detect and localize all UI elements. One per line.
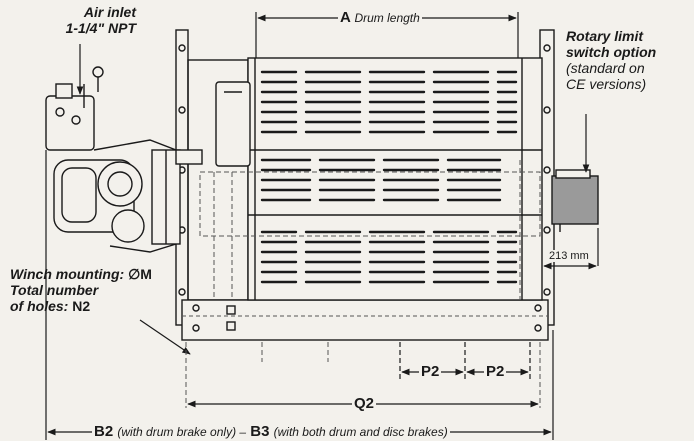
dim-p2-right-label: P2 xyxy=(484,363,507,380)
drum-slots-top xyxy=(260,70,518,134)
winch-mounting-value: ∅M xyxy=(128,266,152,282)
dim-a-label: A Drum length xyxy=(338,10,422,26)
air-inlet-line2: 1-1/4" NPT xyxy=(65,20,136,36)
rotary-limit-line2: switch option xyxy=(566,44,657,60)
air-inlet-label: Air inlet 1-1/4" NPT xyxy=(8,4,136,36)
winch-mounting-line1: Winch mounting: ∅M xyxy=(10,266,152,282)
winch-mounting-text: Winch mounting: xyxy=(10,266,129,282)
rotary-limit-label: Rotary limit switch option (standard on … xyxy=(566,28,656,92)
winch-mounting-line3: of holes: N2 xyxy=(10,298,152,314)
drum-slots-lower xyxy=(260,230,518,284)
dim-b3-note: (with both drum and disc brakes) xyxy=(273,425,448,439)
dim-b2-note: (with drum brake only) – xyxy=(117,425,247,439)
winch-mounting-label: Winch mounting: ∅M Total number of holes… xyxy=(10,266,152,314)
rotary-limit-line3: (standard on xyxy=(566,60,645,76)
dim-213-line xyxy=(543,228,599,270)
air-motor xyxy=(45,66,203,253)
holes-text: of holes: xyxy=(10,298,73,314)
dim-a-letter: A xyxy=(340,9,351,26)
drum-slots-middle xyxy=(260,158,502,202)
hidden-drum-outline xyxy=(199,160,541,300)
leader-lines xyxy=(76,44,590,355)
bolt-centerlines xyxy=(185,342,541,408)
dim-a-note: Drum length xyxy=(354,11,420,25)
air-inlet-line1: Air inlet xyxy=(83,4,136,20)
base-rail xyxy=(181,297,549,341)
dim-213-label: 213 mm xyxy=(547,250,591,262)
dim-b3-letter: B3 xyxy=(250,423,270,440)
drum-brake-block xyxy=(215,81,251,167)
dim-b2-letter: B2 xyxy=(94,423,114,440)
rotary-limit-line1: Rotary limit xyxy=(566,28,644,44)
rotary-limit-switch xyxy=(551,169,599,232)
left-frame-plate xyxy=(175,29,249,326)
dim-p2-left-label: P2 xyxy=(419,363,442,380)
dim-q2-label: Q2 xyxy=(352,395,377,412)
rotary-limit-line4: CE versions) xyxy=(566,76,647,92)
winch-mounting-line2: Total number xyxy=(10,282,99,298)
dim-b2-b3-label: B2 (with drum brake only) – B3 (with bot… xyxy=(92,424,450,440)
holes-value: N2 xyxy=(72,298,91,314)
